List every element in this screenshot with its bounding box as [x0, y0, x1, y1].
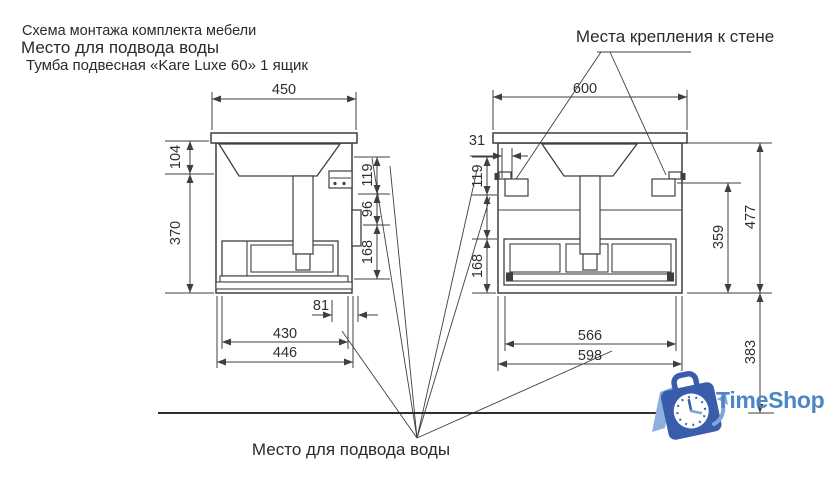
dim-left-top-width: 450: [271, 82, 297, 98]
dim-left-rail-height: 96: [360, 200, 376, 218]
wall-bracket-right: [651, 171, 686, 197]
dim-right-floor-offset: 383: [743, 339, 759, 365]
dim-right-top-width: 600: [572, 81, 598, 97]
wall-mount-callout: Места крепления к стене: [575, 27, 775, 46]
shopping-bag-clock-icon: [652, 371, 728, 440]
left-cabinet-side-view: [210, 132, 362, 294]
dim-right-bracket-offset: 31: [468, 133, 486, 149]
countertop-right: [492, 132, 688, 144]
diagram-subtitle: Место для подвода воды: [21, 38, 220, 57]
dim-right-outer-width: 598: [577, 348, 603, 364]
water-supply-callout: Место для подвода воды: [251, 440, 451, 459]
dim-right-bottom-height: 168: [470, 253, 486, 279]
dim-right-total-height: 477: [743, 204, 759, 230]
dim-left-edge-offset: 81: [312, 298, 330, 314]
drain-pipe-right: [579, 175, 601, 271]
countertop-left: [210, 132, 358, 144]
dimension-lines-right: [470, 90, 774, 414]
hanging-rail-side: [351, 209, 362, 247]
drain-pipe-left: [292, 175, 314, 271]
water-supply-leader-lines: [341, 157, 613, 439]
wall-mount-leader-lines: [515, 51, 691, 180]
wall-bracket-left: [494, 171, 529, 197]
dim-right-bracket-height: 359: [711, 224, 727, 250]
dim-left-body-height: 370: [168, 220, 184, 246]
dim-left-water-offset: 119: [360, 163, 376, 187]
diagram-title: Схема монтажа комплекта мебели: [22, 23, 257, 39]
dim-right-water-offset: 119: [470, 164, 486, 188]
dim-left-inner-depth: 430: [272, 326, 298, 342]
logo-text: TimeShop: [716, 387, 825, 413]
product-name: Тумба подвесная «Kare Luxe 60» 1 ящик: [26, 57, 308, 74]
timeshop-logo: TimeShop: [646, 370, 840, 444]
dim-left-basin-depth: 104: [168, 144, 184, 170]
right-cabinet-front-view: [492, 132, 688, 294]
dim-left-outer-depth: 446: [272, 345, 298, 361]
dim-left-bottom-height: 168: [360, 239, 376, 265]
dim-right-inner-width: 566: [577, 328, 603, 344]
siphon-bracket-side: [328, 170, 353, 189]
